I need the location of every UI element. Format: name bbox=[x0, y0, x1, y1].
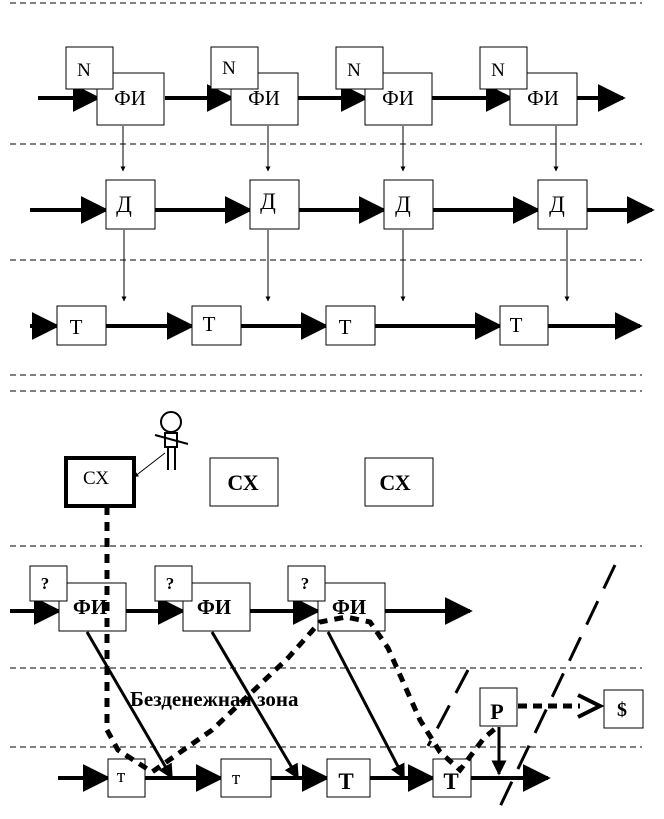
t-label: Т bbox=[510, 313, 523, 337]
p-label: Р bbox=[490, 699, 503, 724]
row-fi-bottom: ФИ ? ФИ ? ФИ ? bbox=[10, 565, 473, 632]
row-t-bottom: т т Т Т bbox=[58, 758, 551, 798]
d-label: Д bbox=[260, 189, 276, 214]
separators bbox=[10, 2, 642, 748]
t-label: Т bbox=[203, 312, 216, 336]
d-label: Д bbox=[395, 192, 411, 217]
question-box bbox=[154, 565, 193, 602]
n-box bbox=[210, 46, 259, 90]
d-box bbox=[537, 179, 588, 230]
d-label: Д bbox=[549, 192, 565, 217]
n-box bbox=[479, 46, 528, 90]
t-bold-label: Т bbox=[443, 769, 458, 794]
t-small-label: т bbox=[117, 766, 126, 787]
fi-box bbox=[58, 582, 127, 632]
n-label: N bbox=[77, 60, 91, 81]
dollar-label: $ bbox=[617, 699, 627, 721]
zone-label: Безденежная зона bbox=[130, 687, 299, 711]
row-fi-top: ФИ N ФИ N ФИ N ФИ N bbox=[38, 46, 626, 126]
fi-label: ФИ bbox=[332, 595, 366, 619]
d-label: Д bbox=[116, 192, 132, 217]
question-label: ? bbox=[301, 574, 310, 593]
n-label: N bbox=[347, 60, 361, 81]
cx-section: СХ СХ СХ bbox=[64, 411, 434, 508]
diagonal-arrow bbox=[326, 631, 406, 780]
payment-block: Р $ bbox=[479, 687, 644, 776]
cx-label: СХ bbox=[379, 470, 410, 495]
t-small-label: т bbox=[232, 768, 241, 789]
t-bold-box bbox=[432, 758, 472, 798]
n-box bbox=[335, 46, 384, 90]
t-small-box bbox=[220, 758, 272, 798]
links-fi-to-t-diagonal bbox=[85, 631, 406, 780]
fi-label: ФИ bbox=[197, 595, 231, 619]
fi-label: ФИ bbox=[73, 595, 107, 619]
fi-box bbox=[96, 72, 165, 126]
d-box bbox=[105, 179, 156, 230]
n-label: N bbox=[491, 60, 505, 81]
question-label: ? bbox=[166, 574, 175, 593]
cx-box-active bbox=[64, 456, 136, 508]
links-d-to-t bbox=[121, 230, 570, 302]
person-pointer-arrow bbox=[133, 452, 166, 478]
fi-label: ФИ bbox=[114, 86, 146, 110]
person-icon bbox=[154, 411, 189, 470]
links-fi-to-d bbox=[120, 126, 559, 172]
question-label: ? bbox=[41, 574, 50, 593]
fi-label: ФИ bbox=[248, 86, 280, 110]
t-label: Т bbox=[70, 315, 83, 339]
t-box bbox=[325, 305, 376, 346]
fi-box bbox=[317, 582, 386, 632]
t-box bbox=[499, 305, 549, 346]
cx-label: СХ bbox=[227, 470, 258, 495]
boundary-dashed-line-short bbox=[426, 669, 470, 747]
t-box bbox=[191, 305, 242, 346]
fi-label: ФИ bbox=[382, 86, 414, 110]
cx-box bbox=[364, 457, 434, 507]
row-d: Д Д Д Д bbox=[30, 179, 655, 230]
cx-box bbox=[209, 457, 279, 507]
t-label: Т bbox=[339, 315, 352, 339]
question-box bbox=[29, 565, 68, 602]
cx-label: СХ bbox=[83, 468, 109, 489]
boundary-dashed-line bbox=[494, 564, 617, 816]
n-box bbox=[65, 46, 114, 90]
row-t: Т Т Т Т bbox=[30, 305, 643, 346]
cash-flow-dotted-path bbox=[104, 506, 498, 776]
n-label: N bbox=[222, 58, 236, 79]
d-box bbox=[383, 179, 434, 230]
diagonal-arrow bbox=[210, 631, 300, 780]
question-box bbox=[287, 565, 326, 602]
t-bold-label: Т bbox=[338, 769, 353, 794]
fi-box bbox=[182, 582, 251, 632]
d-box bbox=[249, 179, 300, 230]
dollar-box bbox=[603, 689, 644, 729]
t-bold-box bbox=[326, 758, 371, 798]
p-box bbox=[479, 687, 518, 727]
t-box bbox=[56, 305, 107, 346]
chevron-right-icon bbox=[577, 693, 605, 719]
diagonal-arrow bbox=[85, 631, 174, 780]
fi-label: ФИ bbox=[527, 86, 559, 110]
fi-box bbox=[230, 72, 299, 126]
